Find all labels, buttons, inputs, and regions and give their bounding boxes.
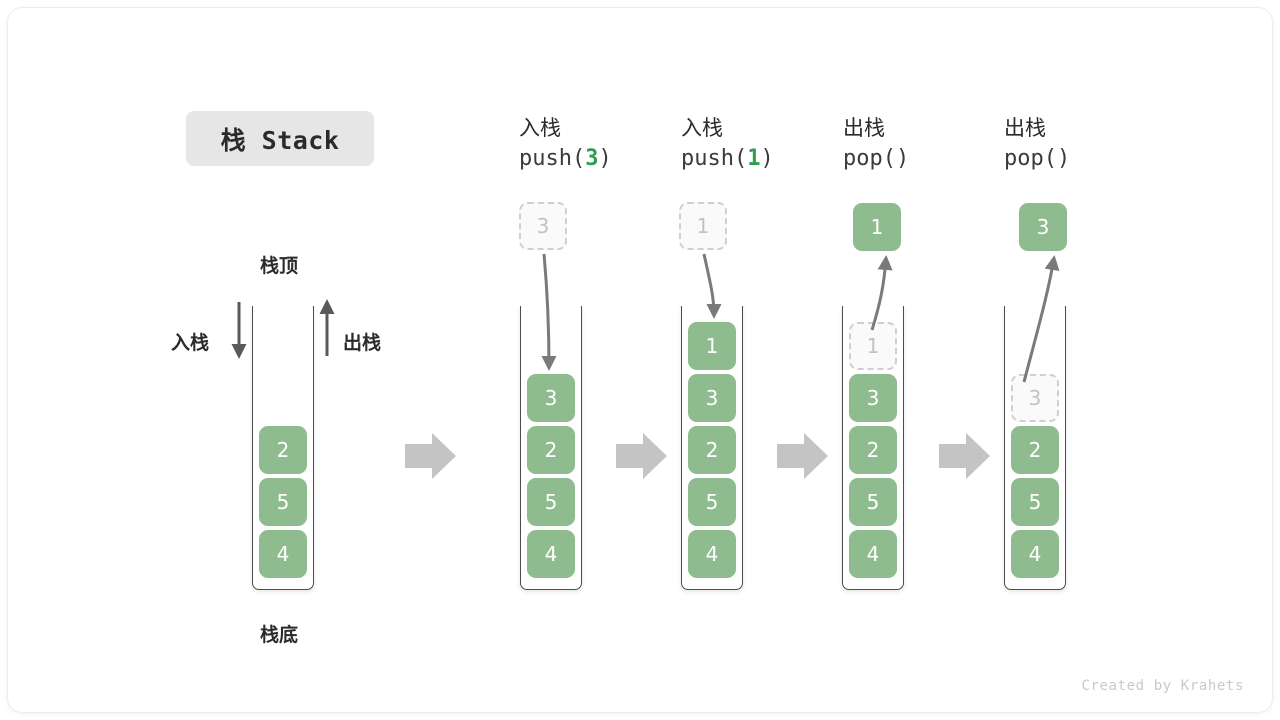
stack-cell: 5 (849, 478, 897, 526)
stack-cell: 2 (688, 426, 736, 474)
pop-side-label: 出栈 (343, 332, 382, 354)
stack-cell: 2 (1011, 426, 1059, 474)
stack-cells: 3 2 5 4 (527, 374, 575, 578)
stack-bottom-label: 栈底 (260, 624, 299, 646)
heading-cn: 入栈 (519, 116, 561, 140)
diagram-stage: 栈 Stack 栈顶 栈底 入栈 出栈 2 5 4 入栈 push(3) 3 3… (8, 8, 1272, 712)
heading-code: push(1) (681, 146, 774, 171)
stack-cell: 3 (849, 374, 897, 422)
stack-cell: 4 (849, 530, 897, 578)
stack-cells: 2 5 4 (259, 426, 307, 578)
push-side-label: 入栈 (171, 332, 210, 354)
popped-box: 3 (1019, 203, 1067, 251)
stack-cells: 1 3 2 5 4 (849, 322, 897, 578)
column-heading-pop-3: 出栈 pop() (1004, 113, 1164, 175)
footer-credit: Created by Krahets (1081, 678, 1244, 694)
transition-arrow (777, 433, 828, 479)
heading-cn: 出栈 (1004, 116, 1046, 140)
stack-cell: 2 (527, 426, 575, 474)
stack-cells: 3 2 5 4 (1011, 374, 1059, 578)
heading-code: pop() (843, 146, 910, 171)
transition-arrow (405, 433, 456, 479)
stack-cell: 3 (527, 374, 575, 422)
transition-arrow (939, 433, 990, 479)
stack-cell: 2 (849, 426, 897, 474)
stack-cell: 3 (688, 374, 736, 422)
transition-arrow (616, 433, 667, 479)
stack-cell: 4 (688, 530, 736, 578)
stack-cell: 5 (527, 478, 575, 526)
incoming-ghost-box: 1 (679, 202, 727, 250)
incoming-ghost-box: 3 (519, 202, 567, 250)
stack-cell: 4 (1011, 530, 1059, 578)
heading-code: pop() (1004, 146, 1071, 171)
column-heading-pop-1: 出栈 pop() (843, 113, 1003, 175)
stack-cell-ghost: 3 (1011, 374, 1059, 422)
stack-cell: 5 (1011, 478, 1059, 526)
diagram-card: 栈 Stack 栈顶 栈底 入栈 出栈 2 5 4 入栈 push(3) 3 3… (8, 8, 1272, 712)
heading-cn: 入栈 (681, 116, 723, 140)
stack-cell: 5 (688, 478, 736, 526)
stack-cells: 1 3 2 5 4 (688, 322, 736, 578)
stack-cell: 5 (259, 478, 307, 526)
column-heading-push-3: 入栈 push(3) (519, 113, 679, 175)
stack-cell: 1 (688, 322, 736, 370)
heading-code: push(3) (519, 146, 612, 171)
column-heading-push-1: 入栈 push(1) (681, 113, 841, 175)
stack-top-label: 栈顶 (260, 255, 299, 277)
stack-cell-ghost: 1 (849, 322, 897, 370)
heading-cn: 出栈 (843, 116, 885, 140)
stack-cell: 2 (259, 426, 307, 474)
stack-cell: 4 (527, 530, 575, 578)
stack-cell: 4 (259, 530, 307, 578)
popped-box: 1 (853, 203, 901, 251)
title-badge: 栈 Stack (186, 111, 374, 166)
